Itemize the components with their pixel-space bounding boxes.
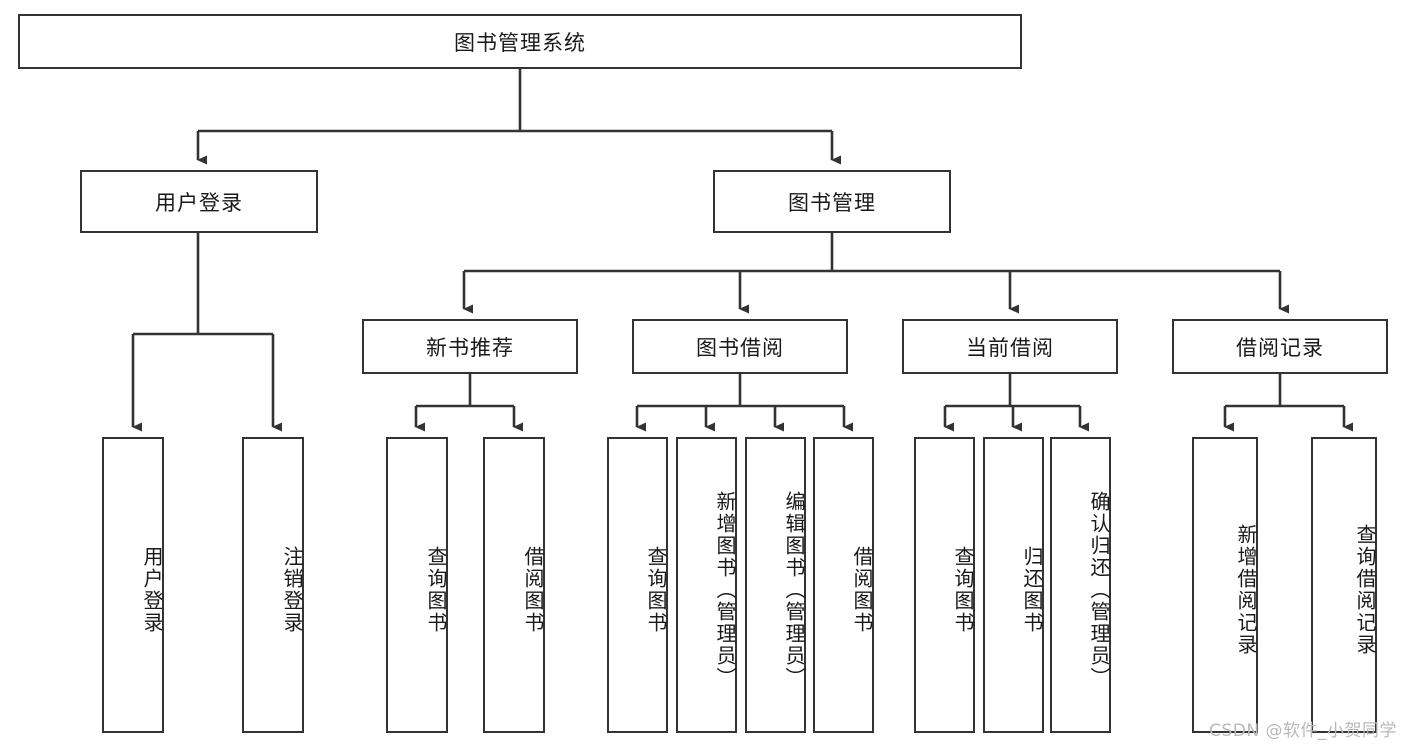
node-book-manage-label: 图书管理 xyxy=(788,190,876,215)
node-root[interactable]: 图书管理系统 xyxy=(18,14,1022,69)
node-book-manage[interactable]: 图书管理 xyxy=(713,170,951,233)
node-leaf-borrow-book-label: 借阅图书 xyxy=(850,546,874,634)
node-current-borrow[interactable]: 当前借阅 xyxy=(902,319,1118,374)
node-book-borrow-label: 图书借阅 xyxy=(696,335,784,360)
node-borrow-record-label: 借阅记录 xyxy=(1236,335,1324,360)
node-leaf-query-record[interactable]: 查询借阅记录 xyxy=(1311,437,1377,733)
node-leaf-edit-book-label: 编辑图书（管理员） xyxy=(782,491,806,689)
node-leaf-add-record-label: 新增借阅记录 xyxy=(1234,524,1258,656)
node-leaf-query-book-borrow[interactable]: 查询图书 xyxy=(607,437,668,733)
node-book-borrow[interactable]: 图书借阅 xyxy=(632,319,848,374)
node-leaf-return-book[interactable]: 归还图书 xyxy=(983,437,1044,733)
node-leaf-borrow-book-rec-label: 借阅图书 xyxy=(521,546,545,634)
watermark: CSDN @软件_小贺同学 xyxy=(1209,721,1397,741)
node-leaf-query-book-cur[interactable]: 查询图书 xyxy=(914,437,975,733)
node-leaf-confirm-return-label: 确认归还（管理员） xyxy=(1087,491,1111,689)
node-leaf-logout-label: 注销登录 xyxy=(280,546,304,634)
node-new-book-rec[interactable]: 新书推荐 xyxy=(362,319,578,374)
node-leaf-add-book[interactable]: 新增图书（管理员） xyxy=(676,437,737,733)
node-leaf-confirm-return[interactable]: 确认归还（管理员） xyxy=(1050,437,1111,733)
node-borrow-record[interactable]: 借阅记录 xyxy=(1172,319,1388,374)
node-leaf-logout[interactable]: 注销登录 xyxy=(242,437,304,733)
node-leaf-user-login-label: 用户登录 xyxy=(140,546,164,634)
node-current-borrow-label: 当前借阅 xyxy=(966,335,1054,360)
node-user-login[interactable]: 用户登录 xyxy=(80,170,318,233)
node-leaf-query-book-borrow-label: 查询图书 xyxy=(644,546,668,634)
node-leaf-edit-book[interactable]: 编辑图书（管理员） xyxy=(745,437,806,733)
node-leaf-return-book-label: 归还图书 xyxy=(1020,546,1044,634)
node-leaf-borrow-book-rec[interactable]: 借阅图书 xyxy=(483,437,545,733)
node-root-label: 图书管理系统 xyxy=(454,30,586,55)
node-leaf-borrow-book[interactable]: 借阅图书 xyxy=(813,437,874,733)
node-new-book-rec-label: 新书推荐 xyxy=(426,335,514,360)
node-leaf-query-book-cur-label: 查询图书 xyxy=(951,546,975,634)
node-leaf-add-record[interactable]: 新增借阅记录 xyxy=(1192,437,1258,733)
node-leaf-query-record-label: 查询借阅记录 xyxy=(1353,524,1377,656)
node-leaf-user-login[interactable]: 用户登录 xyxy=(102,437,164,733)
node-leaf-query-book-rec-label: 查询图书 xyxy=(424,546,448,634)
node-user-login-label: 用户登录 xyxy=(155,190,243,215)
node-leaf-add-book-label: 新增图书（管理员） xyxy=(713,491,737,689)
node-leaf-query-book-rec[interactable]: 查询图书 xyxy=(386,437,448,733)
